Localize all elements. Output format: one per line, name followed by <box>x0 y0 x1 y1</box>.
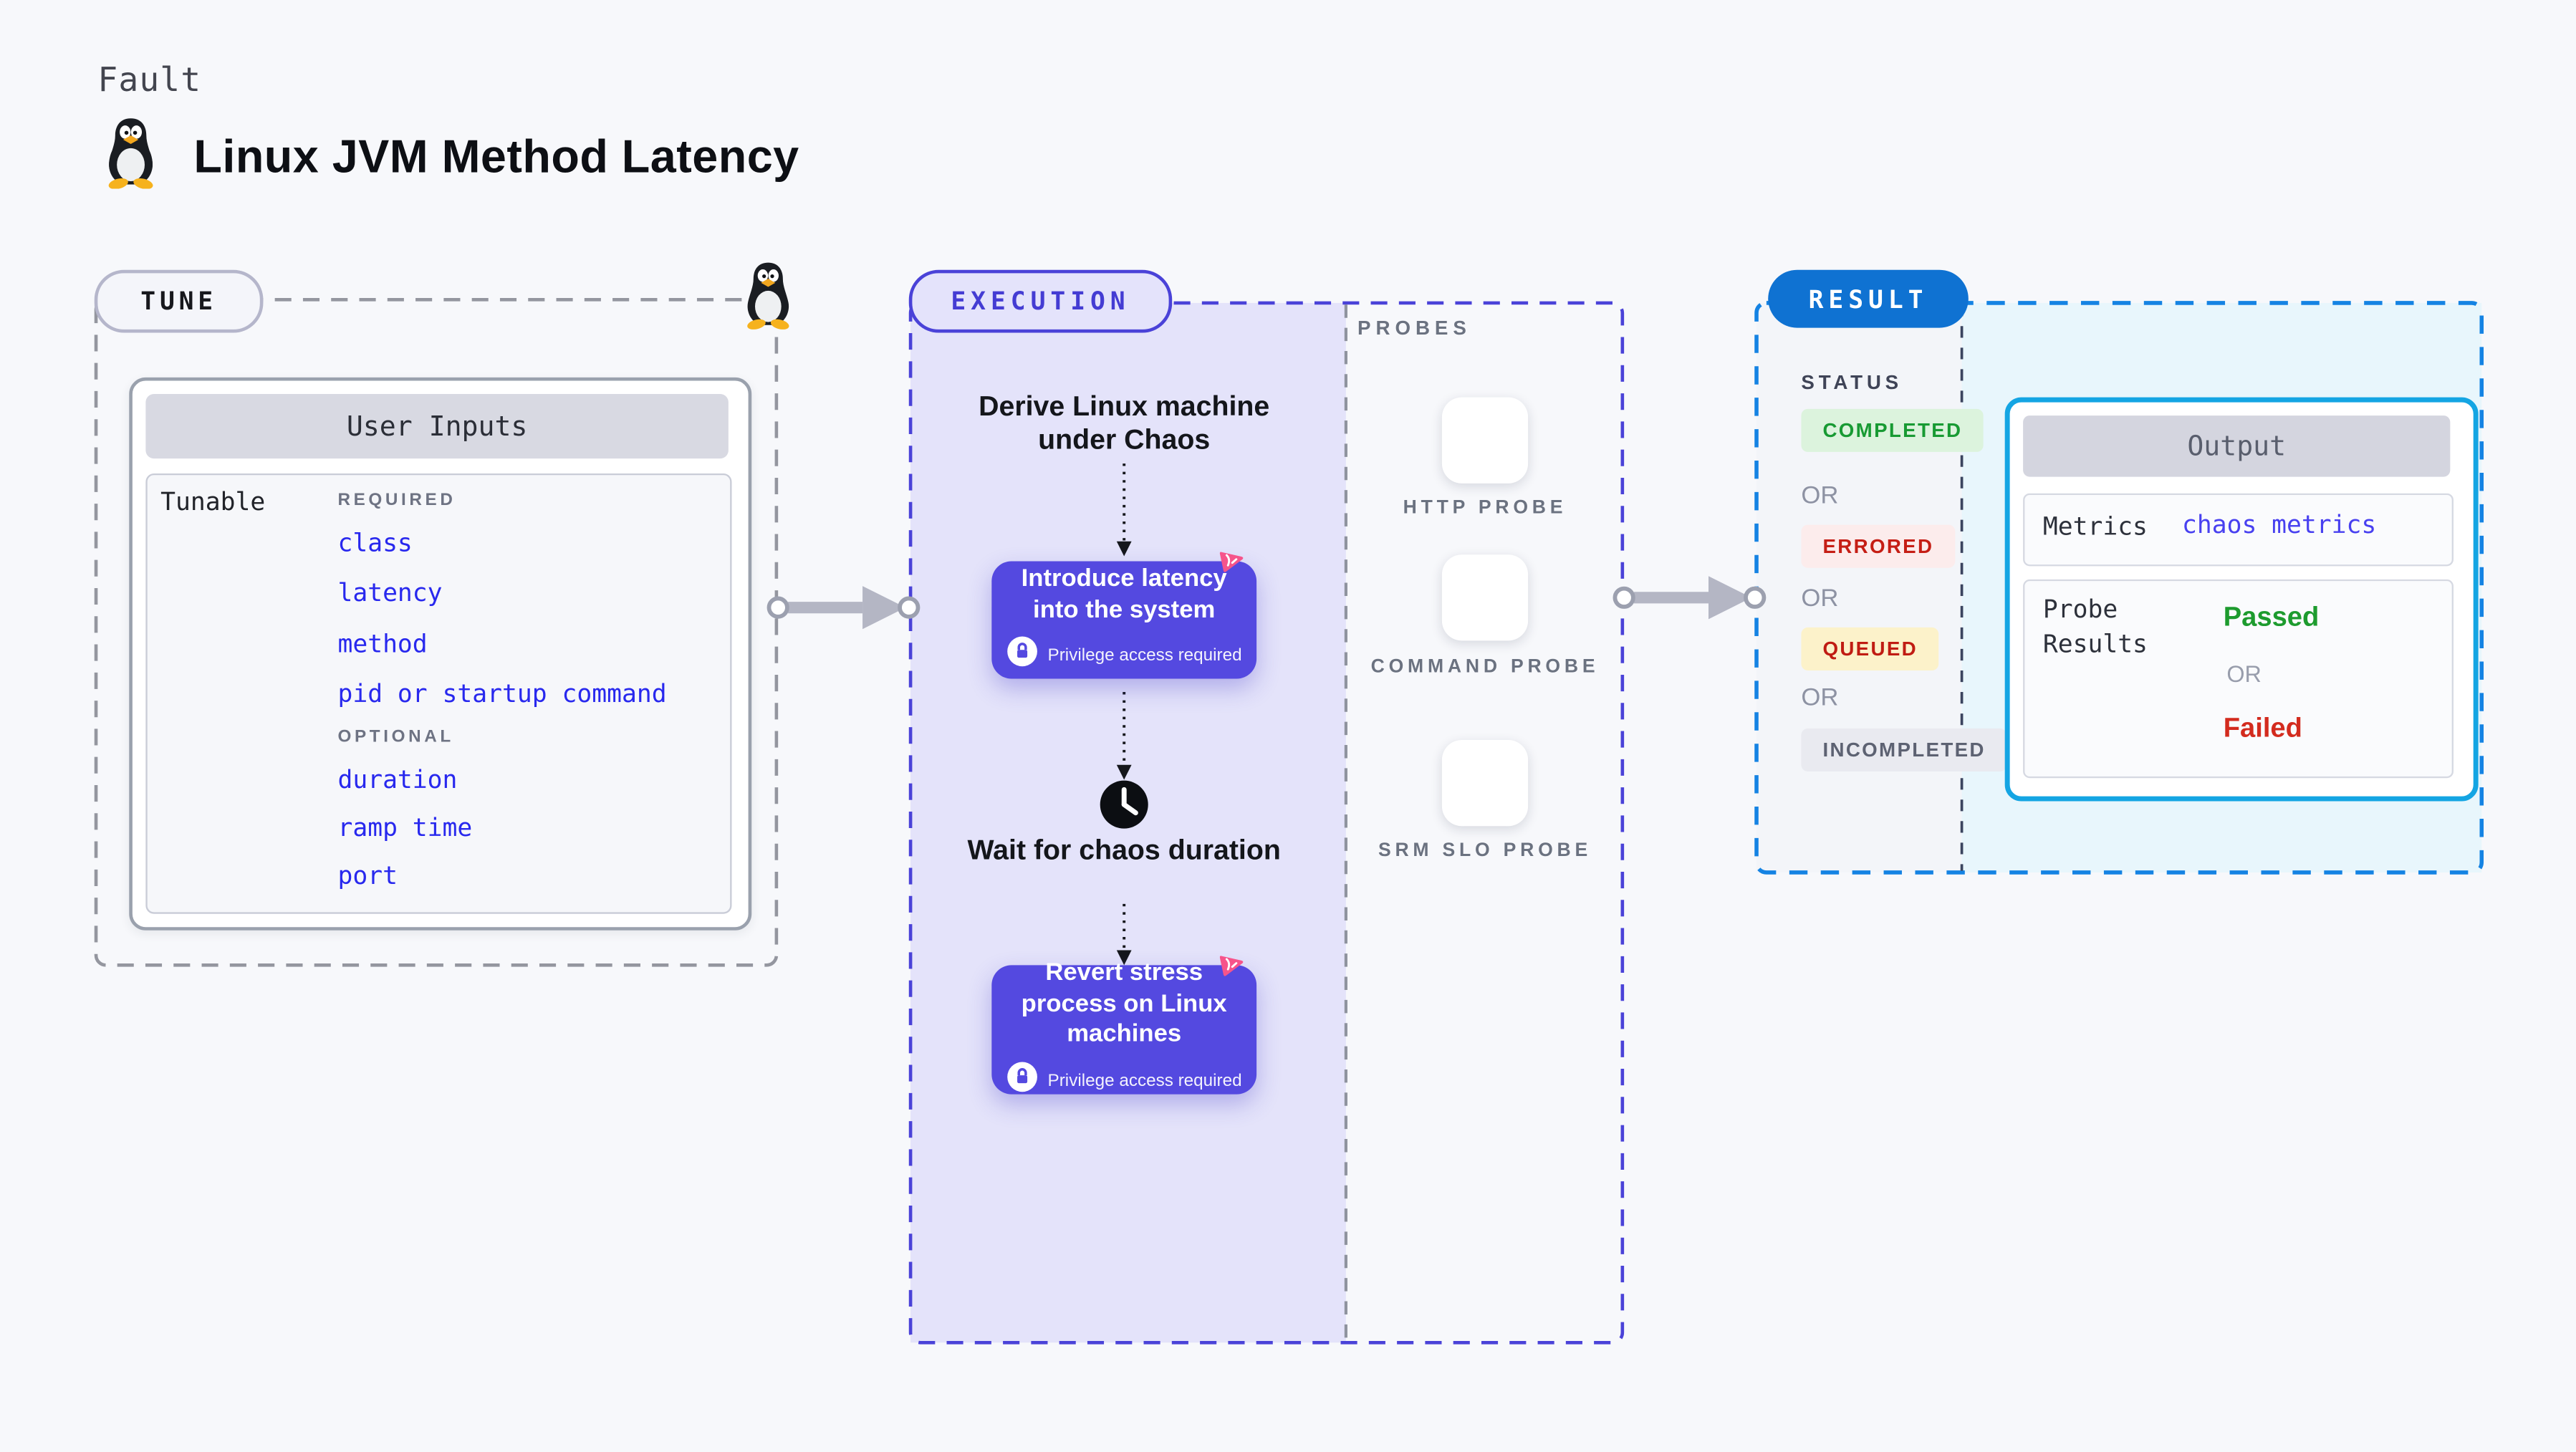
chaos-fault-icon <box>1217 544 1249 576</box>
probe-card-http <box>1441 397 1529 484</box>
linux-tux-icon-small <box>740 259 797 340</box>
probe-results-row <box>2023 579 2454 779</box>
chaos-fault-icon <box>1217 948 1249 980</box>
field-link-method[interactable]: method <box>337 629 428 659</box>
step-derive-label: Derive Linux machine under Chaos <box>979 390 1270 456</box>
arrow-tune-to-execution <box>766 586 921 630</box>
result-badge: RESULT <box>1768 269 1969 328</box>
step-revert-label: Revert stress process on Linux machines <box>1021 958 1227 1049</box>
user-inputs-body <box>145 473 732 914</box>
probe-card-command <box>1441 554 1529 641</box>
probe-label-http: HTTP PROBE <box>1403 498 1567 519</box>
status-badge-incompleted: INCOMPLETED <box>1801 728 2007 771</box>
probe-card-srm-slo <box>1441 740 1529 827</box>
or-separator: OR <box>1801 481 1839 510</box>
tune-dashed-box <box>94 297 779 967</box>
privilege-note: Privilege access required <box>1047 1070 1242 1091</box>
field-link-ramp-time[interactable]: ramp time <box>337 812 473 843</box>
step-introduce-latency-node: Introduce latency into the system Privil… <box>991 561 1257 679</box>
privilege-note: Privilege access required <box>1047 645 1242 666</box>
page-title: Linux JVM Method Latency <box>193 130 799 182</box>
field-link-port[interactable]: port <box>337 860 398 891</box>
user-inputs-header: User Inputs <box>145 394 729 459</box>
field-link-class[interactable]: class <box>337 528 413 558</box>
metrics-row <box>2023 493 2454 567</box>
linux-tux-icon <box>100 116 163 197</box>
metrics-label: Metrics <box>2042 511 2148 542</box>
metrics-value-link[interactable]: chaos metrics <box>2181 509 2377 540</box>
fault-label: Fault <box>97 59 202 100</box>
status-badge-queued: QUEUED <box>1801 627 1940 670</box>
field-link-pid-or-startup-command[interactable]: pid or startup command <box>337 678 667 709</box>
lock-icon <box>1006 635 1038 675</box>
tune-badge: TUNE <box>94 269 264 333</box>
lock-icon <box>1006 1061 1038 1100</box>
step-introduce-label: Introduce latency into the system <box>1021 564 1227 624</box>
probes-section-label: PROBES <box>1357 316 1471 340</box>
flow-arrowheads <box>1116 541 1132 966</box>
step-revert-node: Revert stress process on Linux machines … <box>991 959 1257 1095</box>
failed-label: Failed <box>2223 713 2302 744</box>
field-link-duration[interactable]: duration <box>337 764 458 795</box>
arrow-execution-to-result <box>1613 576 1767 620</box>
or-separator: OR <box>1801 683 1839 712</box>
optional-group-label: OPTIONAL <box>337 726 454 747</box>
status-background <box>1756 302 1962 872</box>
execution-dashed-box <box>908 301 1625 1345</box>
or-separator: OR <box>1801 584 1839 613</box>
clock-icon <box>1100 780 1148 829</box>
or-separator-output: OR <box>2226 660 2262 688</box>
status-badge-errored: ERRORED <box>1801 524 1956 568</box>
probe-label-srm-slo: SRM SLO PROBE <box>1378 841 1592 861</box>
required-group-label: REQUIRED <box>337 490 456 510</box>
execution-badge: EXECUTION <box>908 269 1173 333</box>
output-card-header: Output <box>2023 415 2451 477</box>
field-link-latency[interactable]: latency <box>337 577 443 608</box>
passed-label: Passed <box>2223 602 2320 633</box>
tunable-row-label: Tunable <box>160 486 266 517</box>
probe-results-label: Probe Results <box>2042 594 2148 659</box>
status-badge-completed: COMPLETED <box>1801 408 1984 452</box>
status-section-label: STATUS <box>1801 370 1903 395</box>
probe-label-command: COMMAND PROBE <box>1370 657 1600 678</box>
step-wait-label: Wait for chaos duration <box>967 834 1281 866</box>
